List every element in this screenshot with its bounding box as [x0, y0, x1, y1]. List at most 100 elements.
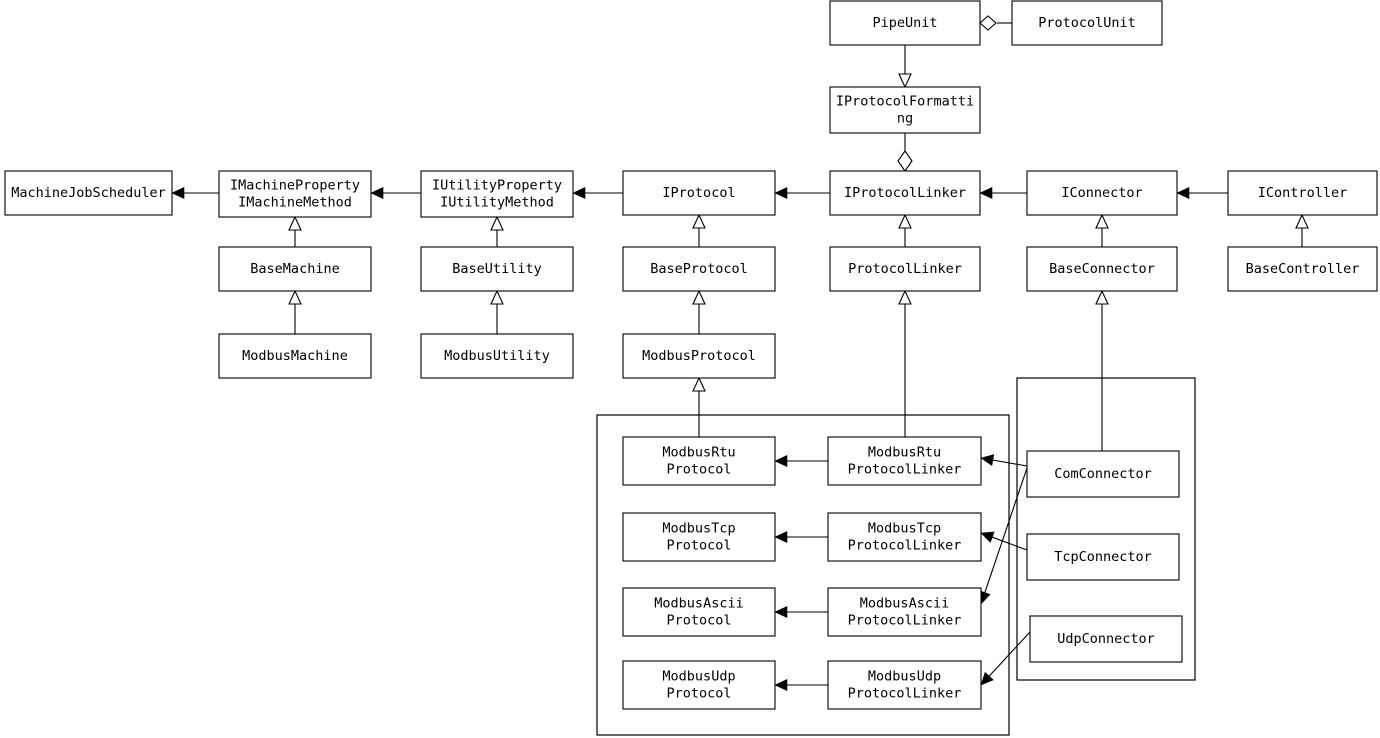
generalization-triangle: [288, 215, 302, 231]
class-node-modbus-utility[interactable]: ModbusUtility: [420, 333, 574, 379]
association-arrowhead: [774, 679, 788, 691]
class-node-udp-connector[interactable]: UdpConnector: [1029, 615, 1183, 663]
node-label-line: Protocol: [666, 462, 731, 478]
relationships-layer: [171, 15, 1309, 691]
edge-e-udpconnector-udplinker: [980, 631, 1031, 686]
edge-e-modbusrtulinker-protocollinker: [898, 289, 912, 437]
node-box: [218, 333, 372, 379]
class-node-modbus-protocol[interactable]: ModbusProtocol: [622, 333, 776, 379]
class-node-tcp-connector[interactable]: TcpConnector: [1026, 533, 1180, 581]
class-node-machine-job-scheduler[interactable]: MachineJobScheduler: [4, 170, 173, 216]
edge-e-comconnector-baseconnector: [1095, 289, 1109, 451]
node-label-line: Protocol: [666, 613, 731, 629]
node-box: [622, 333, 776, 379]
class-node-base-controller[interactable]: BaseController: [1227, 246, 1378, 292]
node-label-line: ProtocolLinker: [848, 261, 962, 277]
class-node-base-connector[interactable]: BaseConnector: [1026, 246, 1178, 292]
generalization-triangle: [692, 289, 706, 305]
class-node-iprotocol[interactable]: IProtocol: [622, 170, 776, 216]
node-label-line: ModbusMachine: [242, 348, 348, 364]
aggregation-diamond: [979, 15, 997, 31]
node-label-line: TcpConnector: [1054, 549, 1152, 565]
association-arrowhead: [1176, 187, 1190, 199]
node-box: [1227, 246, 1378, 292]
class-node-base-utility[interactable]: BaseUtility: [420, 246, 574, 292]
node-box: [829, 86, 981, 134]
node-label-line: ProtocolLinker: [848, 462, 962, 478]
node-label-line: IProtocolFormatti: [836, 94, 974, 110]
class-node-base-protocol[interactable]: BaseProtocol: [622, 246, 776, 292]
node-label-line: ComConnector: [1054, 466, 1152, 482]
association-arrowhead: [774, 531, 788, 543]
node-label-line: ProtocolLinker: [848, 686, 962, 702]
generalization-triangle: [1095, 289, 1109, 305]
node-box: [622, 170, 776, 216]
node-label-line: ProtocolUnit: [1038, 15, 1136, 31]
generalization-triangle: [898, 213, 912, 229]
class-node-protocol-linker[interactable]: ProtocolLinker: [829, 246, 981, 292]
edge-e-pipeunit-iprotocolformatting: [898, 45, 912, 89]
edge-e-asciilinker-asciiprotocol: [774, 606, 828, 618]
edge-e-baseconnector-iconnector: [1095, 213, 1109, 247]
node-label-line: IMachineProperty: [230, 178, 360, 194]
generalization-triangle: [490, 215, 504, 231]
node-label-line: ModbusRtu: [662, 445, 735, 461]
node-label-line: UdpConnector: [1057, 631, 1155, 647]
class-node-protocol-unit[interactable]: ProtocolUnit: [1011, 0, 1163, 46]
node-box: [420, 333, 574, 379]
node-box: [420, 170, 574, 218]
node-box: [1026, 246, 1178, 292]
class-node-iprotocol-linker[interactable]: IProtocolLinker: [829, 170, 981, 216]
class-node-base-machine[interactable]: BaseMachine: [218, 246, 372, 292]
edge-e-basecontroller-icontroller: [1295, 213, 1309, 247]
class-node-icontroller[interactable]: IController: [1227, 170, 1378, 216]
node-label-line: IProtocolLinker: [844, 185, 966, 201]
node-label-line: ModbusUtility: [444, 348, 550, 364]
association-arrowhead: [980, 454, 995, 466]
node-label-line: ProtocolLinker: [848, 538, 962, 554]
node-label-line: ModbusUdp: [868, 669, 941, 685]
node-box: [4, 170, 173, 216]
generalization-triangle: [1295, 213, 1309, 229]
association-arrowhead: [979, 187, 993, 199]
association-arrowhead: [980, 671, 994, 686]
generalization-triangle: [288, 289, 302, 305]
node-label-line: PipeUnit: [872, 15, 937, 31]
edge-e-udplinker-udpprotocol: [774, 679, 828, 691]
node-box: [1026, 450, 1180, 498]
node-label-line: ModbusUdp: [662, 669, 735, 685]
generalization-triangle: [490, 289, 504, 305]
class-node-modbus-machine[interactable]: ModbusMachine: [218, 333, 372, 379]
edge-e-iprotocol-iutility: [572, 187, 623, 199]
node-box: [622, 660, 776, 710]
aggregation-diamond: [897, 150, 913, 172]
class-node-iconnector[interactable]: IConnector: [1026, 170, 1178, 216]
edge-e-iprotocollinker-iprotocol: [774, 187, 830, 199]
node-box: [622, 587, 776, 637]
node-box: [827, 660, 982, 710]
class-node-pipe-unit[interactable]: PipeUnit: [829, 0, 981, 46]
node-label-line: ModbusAscii: [860, 596, 949, 612]
association-arrowhead: [572, 187, 586, 199]
edge-e-rtulinker-rtuprotocol: [774, 455, 828, 467]
node-box: [1227, 170, 1378, 216]
class-node-com-connector[interactable]: ComConnector: [1026, 450, 1180, 498]
edge-e-icontroller-iconnector: [1176, 187, 1228, 199]
generalization-triangle: [898, 73, 912, 89]
edge-e-modbusutility-baseutility: [490, 289, 504, 334]
edge-e-baseutility-iutility: [490, 215, 504, 247]
edge-e-modbusmachine-basemachine: [288, 289, 302, 334]
edge-e-modbusprotocol-baseprotocol: [692, 289, 706, 334]
node-label-line: MachineJobScheduler: [11, 185, 165, 201]
